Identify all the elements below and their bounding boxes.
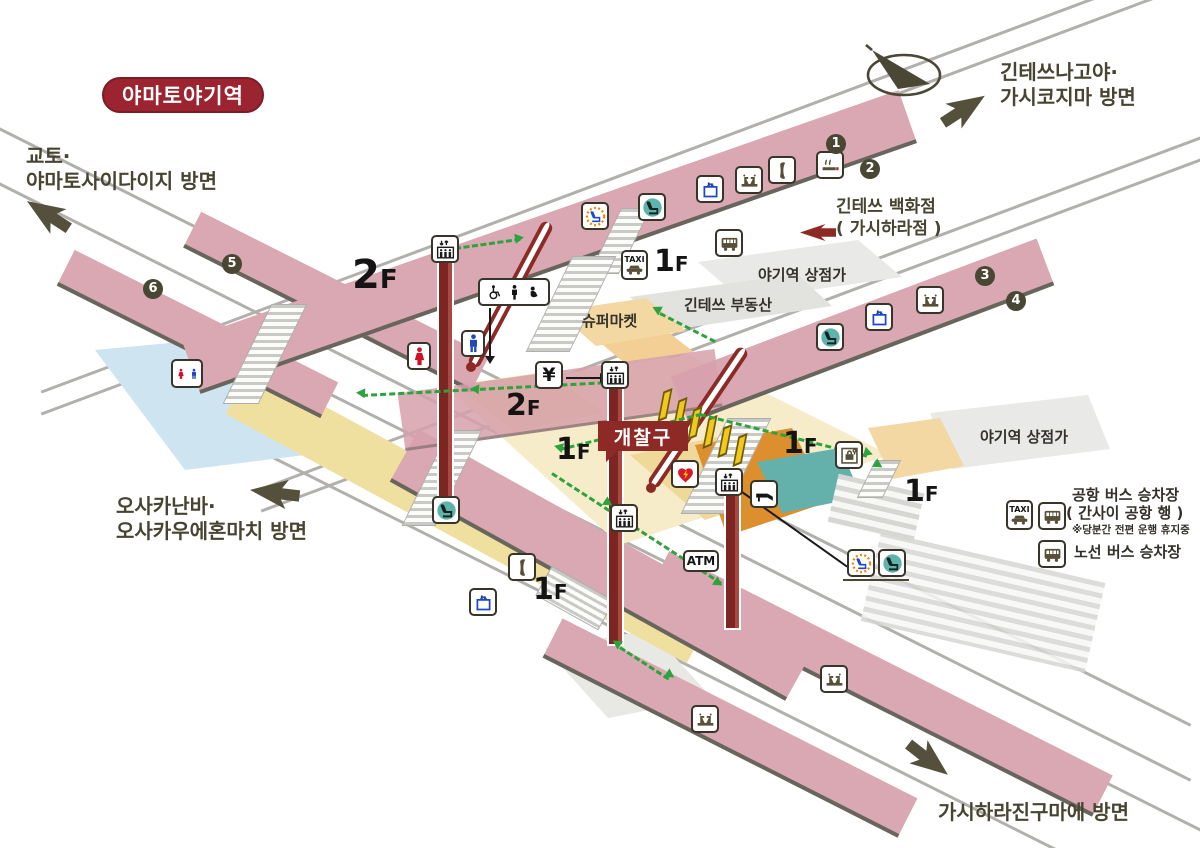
smoking-area-icon bbox=[816, 151, 844, 179]
fare-adjustment-icon: ¥ bbox=[535, 361, 563, 389]
elevator-icon bbox=[715, 468, 743, 496]
drinking-fountain-icon bbox=[735, 166, 763, 194]
reclining-seat-icon bbox=[816, 323, 844, 351]
waiting-room-icon bbox=[581, 202, 609, 230]
floor-label-1f: 1F bbox=[654, 244, 689, 279]
womens-toilet-icon bbox=[177, 368, 184, 379]
leader-arrowhead bbox=[485, 356, 495, 364]
taxi-label: TAXI bbox=[624, 254, 645, 264]
direction-nagoya: 긴테쓰나고야·가시코지마 방면 bbox=[1000, 60, 1136, 110]
platform-number-badge: 6 bbox=[143, 279, 163, 299]
reclining-seat-icon bbox=[432, 496, 460, 524]
accessibility-panel bbox=[478, 278, 550, 306]
kiosk-icon bbox=[865, 303, 893, 331]
toilet-icon bbox=[171, 359, 203, 388]
dept-store-arrow bbox=[800, 224, 836, 245]
bus-icon bbox=[1038, 540, 1066, 568]
ticket-gate-label-tail bbox=[606, 450, 619, 462]
floor-label-1f: 1F bbox=[533, 572, 568, 607]
yen-label: ¥ bbox=[542, 363, 556, 386]
kiosk-icon bbox=[696, 175, 724, 203]
ticket-gate-label: 개찰구 bbox=[598, 421, 688, 451]
taxi-label: TAXI bbox=[1009, 504, 1030, 514]
platform-number-badge: 3 bbox=[975, 266, 995, 286]
compass-icon bbox=[858, 44, 944, 106]
station-counter-icon bbox=[750, 480, 778, 508]
drinking-fountain-icon bbox=[691, 705, 719, 733]
platform-number-badge: 5 bbox=[222, 254, 242, 274]
shop-street-top-label: 야기역 상점가 bbox=[758, 266, 847, 284]
direction-kashihara: 가시하라진구마에 방면 bbox=[938, 800, 1129, 824]
drinking-fountain-icon bbox=[820, 665, 848, 693]
direction-arrow bbox=[244, 469, 306, 514]
mens-toilet-icon bbox=[191, 368, 196, 379]
floor-label-1f: 1F bbox=[783, 426, 818, 461]
platform-number-badge: 1 bbox=[826, 134, 846, 154]
airport-bus-label: 공항 버스 승차장 bbox=[1072, 486, 1180, 504]
route-arrowhead bbox=[469, 383, 480, 395]
shop-street-right-label: 야기역 상점가 bbox=[980, 428, 1069, 446]
route-arrowhead bbox=[514, 232, 525, 244]
platform-number-badge: 2 bbox=[860, 159, 880, 179]
floor-label-1f: 1F bbox=[904, 474, 939, 509]
leader-line bbox=[489, 308, 491, 356]
airport-bus-note: ※당분간 전편 운행 휴지중 bbox=[1072, 524, 1190, 536]
wheelchair-icon bbox=[488, 284, 500, 299]
drinking-fountain-icon bbox=[916, 286, 944, 314]
escalator bbox=[466, 362, 476, 372]
elevator-shaft bbox=[724, 490, 741, 630]
elevator-icon bbox=[601, 361, 629, 389]
platform-number-badge: 4 bbox=[1006, 291, 1026, 311]
route-arrowhead bbox=[355, 387, 366, 399]
bus-icon bbox=[1038, 502, 1066, 530]
local-bus-label: 노선 버스 승차장 bbox=[1074, 543, 1182, 561]
reclining-seat-icon bbox=[638, 193, 666, 221]
floor-label-2f: 2F bbox=[506, 388, 541, 423]
direction-arrow bbox=[892, 728, 961, 794]
direction-arrow bbox=[14, 181, 83, 244]
leader-line bbox=[566, 377, 602, 379]
direction-arrow bbox=[930, 79, 999, 142]
kiosk-icon bbox=[469, 588, 497, 616]
mens-toilet-icon bbox=[461, 330, 485, 357]
elevator-icon bbox=[431, 235, 459, 263]
supermarket-label: 슈퍼마켓 bbox=[582, 312, 638, 330]
bus-icon bbox=[715, 229, 743, 257]
atm-label: ATM bbox=[686, 554, 716, 568]
dept-store-label: 긴테쓰 백화점( 가시하라점 ) bbox=[836, 197, 942, 240]
floor-label-2f: 2F bbox=[352, 252, 398, 298]
reclining-seat-icon bbox=[878, 549, 906, 577]
direction-osaka: 오사카난바·오사카우에혼마치 방면 bbox=[116, 494, 307, 544]
direction-kyoto: 교토·야마토사이다이지 방면 bbox=[26, 144, 217, 194]
atm-icon: ATM bbox=[683, 550, 719, 572]
public-phone-icon bbox=[508, 553, 536, 581]
airport-bus-dest-label: ( 간사이 공항 행 ) bbox=[1066, 504, 1184, 522]
baby-care-icon bbox=[530, 286, 538, 297]
floor-label-1f: 1F bbox=[556, 432, 591, 467]
station-name-badge: 야마토야기역 bbox=[102, 77, 264, 113]
womens-toilet-icon bbox=[407, 342, 431, 370]
waiting-room-icon bbox=[847, 549, 875, 577]
elevator-icon bbox=[610, 504, 638, 532]
escalator bbox=[646, 483, 656, 493]
legend-underline bbox=[843, 579, 909, 581]
elevator-shaft bbox=[437, 256, 454, 506]
taxi-icon: TAXI bbox=[621, 250, 648, 280]
coin-locker-icon bbox=[835, 441, 863, 469]
aed-icon bbox=[671, 460, 699, 488]
real-estate-label: 긴테쓰 부동산 bbox=[684, 296, 773, 314]
taxi-icon: TAXI bbox=[1006, 500, 1033, 530]
public-phone-icon bbox=[768, 156, 796, 184]
attendant-icon bbox=[511, 284, 517, 300]
